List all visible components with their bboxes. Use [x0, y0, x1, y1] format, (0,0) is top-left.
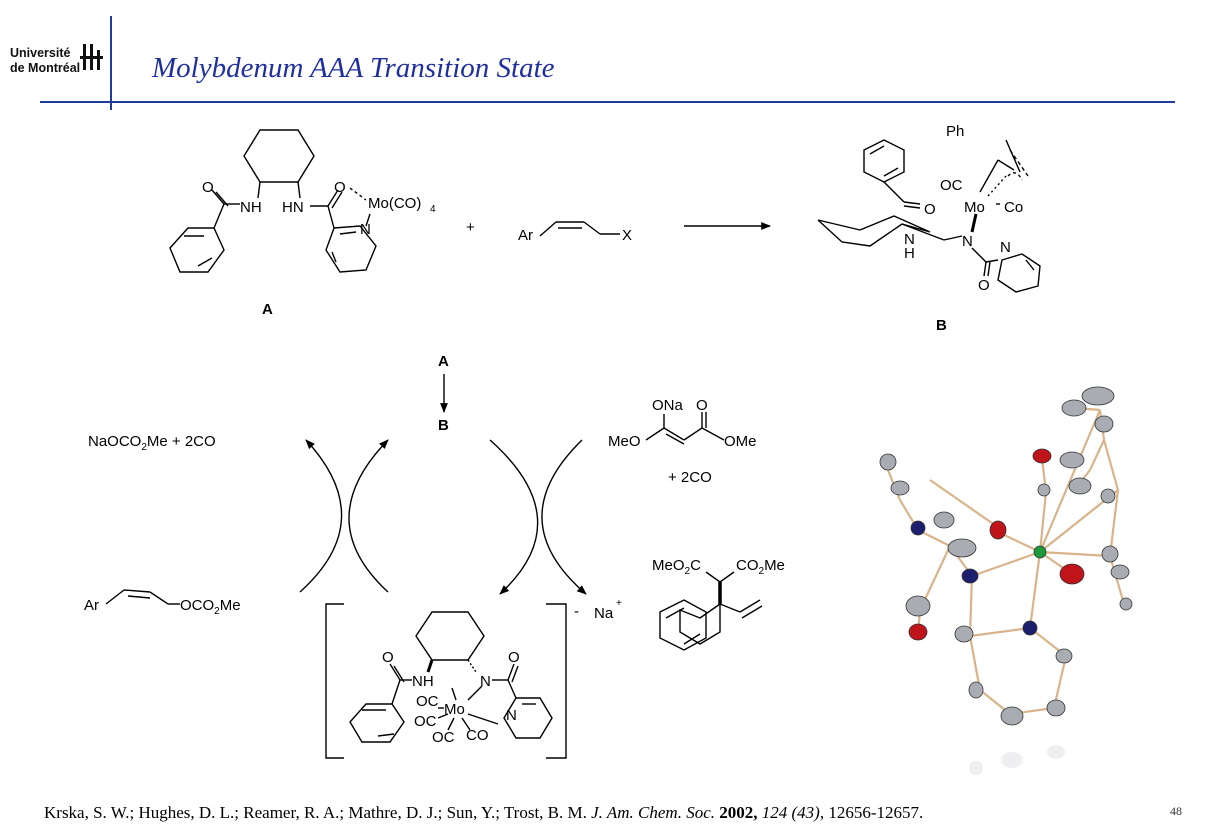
b-atom-oc: OC	[940, 177, 963, 194]
cycle-arrow-left-outer	[299, 439, 343, 593]
b-atom-n2: N	[962, 233, 973, 250]
citation-year: 2002,	[719, 803, 758, 822]
a-atom-mo-subscript: 4	[430, 204, 436, 215]
university-emblem-icon	[80, 44, 103, 70]
counterion: Na	[594, 605, 614, 622]
cycle-step-b: B	[438, 417, 449, 434]
structure-b	[817, 139, 1041, 293]
university-logo-text: Université de Montréal	[10, 46, 80, 76]
int-atom-oc2: OC	[414, 713, 437, 730]
nucleophile-o: O	[696, 397, 708, 414]
bracket-right	[546, 603, 567, 759]
counterion-charge: +	[616, 598, 622, 609]
nucleophile-co: + 2CO	[668, 469, 712, 486]
logo-line-2: de Montréal	[10, 61, 81, 75]
b-atom-o1: O	[924, 201, 936, 218]
int-atom-co: CO	[466, 727, 489, 744]
left-product: NaOCO2Me + 2CO	[88, 433, 216, 453]
b-atom-h: H	[904, 245, 915, 262]
int-atom-nh: NH	[412, 673, 434, 690]
logo-line-1: Université	[10, 46, 71, 60]
a-atom-o1: O	[202, 179, 214, 196]
structure-a	[169, 129, 377, 273]
int-atom-n: N	[480, 673, 491, 690]
a-atom-hn: HN	[282, 199, 304, 216]
intermediate-charge: -	[574, 603, 579, 620]
cycle-arrow-right-outer	[541, 439, 587, 595]
page-title: Molybdenum AAA Transition State	[152, 52, 555, 84]
xray-crystal-structure	[879, 386, 1133, 775]
citation-authors: Krska, S. W.; Hughes, D. L.; Reamer, R. …	[44, 803, 587, 822]
citation-volume: 124 (43)	[761, 803, 820, 822]
b-atom-n1: N	[904, 231, 915, 248]
b-atom-ph: Ph	[946, 123, 964, 140]
substrate-x: X	[622, 227, 632, 244]
a-atom-mo: Mo(CO)	[368, 195, 421, 212]
int-atom-o2: O	[508, 649, 520, 666]
left-substrate-ar: Ar	[84, 597, 99, 614]
int-atom-o1: O	[382, 649, 394, 666]
header-horizontal-rule	[40, 101, 1175, 103]
product-right-ester: CO2Me	[736, 557, 785, 577]
allyl-substrate	[539, 221, 620, 237]
header-vertical-rule	[110, 16, 112, 110]
a-atom-n: N	[360, 221, 371, 238]
nucleophile-meo: MeO	[608, 433, 641, 450]
int-atom-oc1: OC	[416, 693, 439, 710]
cycle-step-a: A	[438, 353, 449, 370]
sodium-malonate	[645, 412, 725, 445]
left-substrate-group: OCO2Me	[180, 597, 241, 617]
a-atom-nh: NH	[240, 199, 262, 216]
citation-pages: , 12656-12657.	[819, 803, 924, 822]
nucleophile-ona: ONa	[652, 397, 684, 414]
bracket-left	[325, 603, 344, 759]
plus-sign: +	[466, 219, 475, 236]
anionic-intermediate	[349, 611, 553, 743]
int-atom-npy: N	[506, 707, 517, 724]
alkylation-product	[659, 571, 763, 651]
label-b: B	[936, 317, 947, 334]
substrate-ar: Ar	[518, 227, 533, 244]
b-atom-n3: N	[1000, 239, 1011, 256]
a-atom-o2: O	[334, 179, 346, 196]
allyl-carbonate	[105, 589, 180, 605]
product-left-ester: MeO2C	[652, 557, 701, 577]
b-atom-o2: O	[978, 277, 990, 294]
b-atom-mo: Mo	[964, 199, 985, 216]
label-a: A	[262, 301, 273, 318]
b-atom-co: Co	[1004, 199, 1023, 216]
int-atom-mo: Mo	[444, 701, 465, 718]
nucleophile-ome: OMe	[724, 433, 757, 450]
citation-journal: J. Am. Chem. Soc.	[591, 803, 715, 822]
page-number: 48	[1170, 804, 1182, 818]
cycle-arrow-right-inner	[489, 439, 539, 595]
int-atom-oc3: OC	[432, 729, 455, 746]
citation: Krska, S. W.; Hughes, D. L.; Reamer, R. …	[44, 803, 923, 823]
cycle-arrow-left-inner	[348, 439, 389, 593]
